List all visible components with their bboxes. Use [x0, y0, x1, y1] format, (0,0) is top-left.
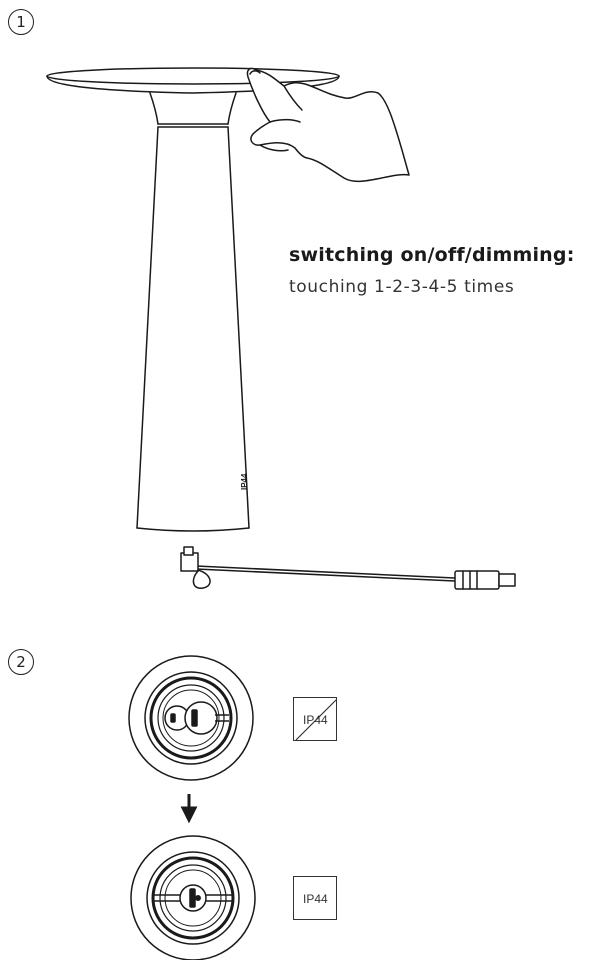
- lamp-body: [136, 126, 250, 529]
- ip-badge-crossed-label: IP44: [303, 713, 328, 727]
- ip-badge-crossed: IP44: [293, 697, 337, 741]
- step-1-number-text: 1: [16, 12, 26, 31]
- lamp-neck: [149, 92, 237, 125]
- ip-badge: IP44: [293, 876, 337, 920]
- ip-badge-label: IP44: [303, 892, 328, 906]
- instructions-text: touching 1-2-3-4-5 times: [289, 277, 515, 297]
- connector-open: [128, 655, 254, 781]
- step-1-number: 1: [8, 9, 34, 35]
- hand-icon: [246, 67, 410, 183]
- strike-line-icon: [295, 699, 337, 741]
- connector-closed: [130, 835, 256, 960]
- step-2-number-text: 2: [16, 652, 26, 671]
- lamp-head-rim: [46, 75, 340, 94]
- down-arrow-icon: [180, 794, 198, 824]
- lamp-base-marking: IP44: [240, 473, 249, 490]
- usb-cable: [195, 565, 456, 579]
- instructions: switching on/off/dimming: touching 1-2-3…: [289, 244, 575, 297]
- step-2-number: 2: [8, 649, 34, 675]
- instructions-title: switching on/off/dimming:: [289, 244, 575, 266]
